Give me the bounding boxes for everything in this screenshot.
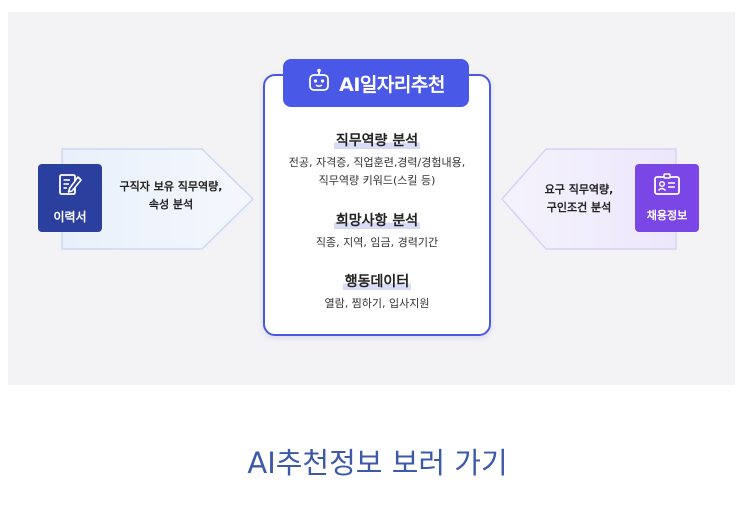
left-arrow-shape xyxy=(60,148,255,250)
id-card-icon xyxy=(653,173,681,201)
job-info-badge-label: 채용정보 xyxy=(646,209,688,222)
section-heading-competency: 직무역량 분석 xyxy=(333,133,421,149)
section-body-behavior: 열람, 찜하기, 입사지원 xyxy=(324,297,430,310)
ai-recommend-card xyxy=(263,74,491,336)
left-description-line: 구직자 보유 직무역량, xyxy=(119,180,223,193)
section-body-preferences: 직종, 지역, 임금, 경력기간 xyxy=(315,236,439,249)
left-description-line: 속성 분석 xyxy=(148,198,194,211)
job-info-badge: 채용정보 xyxy=(635,164,699,232)
section-heading-preferences: 희망사항 분석 xyxy=(333,213,421,229)
ai-recommend-title: AI일자리추천 xyxy=(283,59,469,107)
section-heading-behavior: 행동데이터 xyxy=(342,274,412,290)
right-arrow-shape xyxy=(500,148,678,250)
resume-badge: 이력서 xyxy=(38,164,102,232)
left-description: 구직자 보유 직무역량, 속성 분석 xyxy=(112,178,230,214)
right-description-line: 요구 직무역량, xyxy=(544,183,614,196)
resume-badge-label: 이력서 xyxy=(53,209,87,224)
right-description: 요구 직무역량, 구인조건 분석 xyxy=(527,181,631,217)
robot-icon xyxy=(307,68,331,98)
right-description-line: 구인조건 분석 xyxy=(546,201,612,214)
view-ai-recommendations-link[interactable]: AI추천정보 보러 가기 xyxy=(247,446,508,480)
document-pen-icon xyxy=(57,172,83,202)
ai-recommend-title-text: AI일자리추천 xyxy=(339,73,445,96)
section-body-competency: 전공, 자격증, 직업훈련,경력/경험내용, 직무역량 키워드(스킬 등) xyxy=(288,156,466,187)
